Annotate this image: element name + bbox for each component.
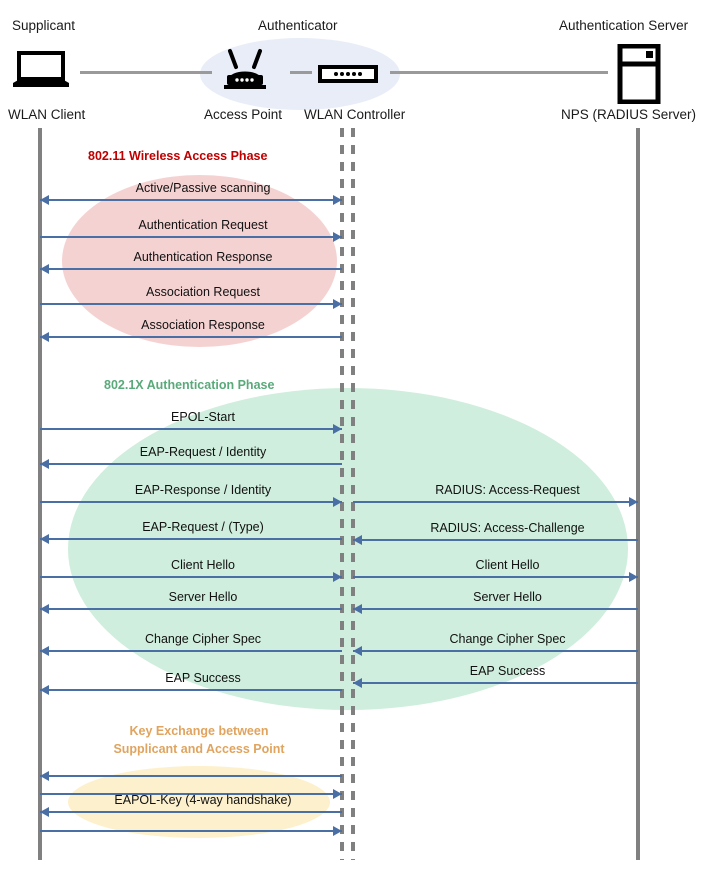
phase-label-8021x: 802.1X Authentication Phase xyxy=(104,378,275,392)
phase-80211-ellipse xyxy=(62,175,337,347)
message-label: EPOL-Start xyxy=(171,410,235,424)
message-label: Server Hello xyxy=(168,590,238,604)
message-line xyxy=(353,650,638,652)
arrowhead-right-icon xyxy=(629,572,638,582)
message-line xyxy=(40,501,342,503)
arrowhead-left-icon xyxy=(353,535,362,545)
message-label: Active/Passive scanning xyxy=(135,181,271,195)
message-line xyxy=(353,501,638,503)
actor-device-nps-radius: NPS (RADIUS Server) xyxy=(561,107,697,122)
arrowhead-left-icon xyxy=(40,459,49,469)
message-line xyxy=(40,538,342,540)
arrowhead-left-icon xyxy=(40,685,49,695)
laptop-icon xyxy=(10,50,72,95)
message-line xyxy=(40,199,342,201)
message-line xyxy=(40,793,342,795)
actor-role-authenticator: Authenticator xyxy=(258,18,338,33)
message-label: EAPOL-Key (4-way handshake) xyxy=(114,793,292,807)
arrowhead-right-icon xyxy=(333,299,342,309)
arrowhead-left-icon xyxy=(40,807,49,817)
message-line xyxy=(40,268,342,270)
message-line xyxy=(40,811,342,813)
message-line xyxy=(40,463,342,465)
message-line xyxy=(353,576,638,578)
actor-role-auth-server: Authentication Server xyxy=(559,18,689,33)
actor-device-wlan-client: WLAN Client xyxy=(8,107,86,122)
arrowhead-left-icon xyxy=(353,604,362,614)
message-label: RADIUS: Access-Request xyxy=(435,483,580,497)
lifeline-access-point xyxy=(340,128,344,860)
message-label: Change Cipher Spec xyxy=(449,632,566,646)
message-label: Authentication Response xyxy=(133,250,273,264)
message-label: Server Hello xyxy=(473,590,542,604)
message-label: RADIUS: Access-Challenge xyxy=(430,521,585,535)
phase-label-keyexchange-line2: Supplicant and Access Point xyxy=(113,742,285,756)
actor-device-wlan-controller: WLAN Controller xyxy=(304,107,406,122)
arrowhead-left-icon xyxy=(353,678,362,688)
message-label: Association Response xyxy=(141,318,265,332)
arrowhead-right-icon xyxy=(333,232,342,242)
arrowhead-left-icon xyxy=(40,604,49,614)
phase-label-keyexchange: Key Exchange between Supplicant and Acce… xyxy=(99,722,299,758)
arrowhead-right-icon xyxy=(333,789,342,799)
arrowhead-left-icon xyxy=(40,534,49,544)
message-label: Client Hello xyxy=(475,558,540,572)
message-line xyxy=(40,830,342,832)
message-line xyxy=(40,775,342,777)
arrowhead-left-icon xyxy=(40,646,49,656)
message-line xyxy=(40,336,342,338)
message-line xyxy=(353,682,638,684)
lifeline-supplicant xyxy=(38,128,42,860)
arrowhead-left-icon xyxy=(40,195,49,205)
message-label: EAP-Request / (Type) xyxy=(142,520,264,534)
arrowhead-left-icon xyxy=(40,332,49,342)
connector-ap-controller xyxy=(290,71,312,74)
message-label: EAP Success xyxy=(165,671,241,685)
message-line xyxy=(40,650,342,652)
arrowhead-left-icon xyxy=(353,646,362,656)
connector-client-ap xyxy=(80,71,212,74)
wlan-controller-icon xyxy=(316,62,380,91)
message-line xyxy=(353,608,638,610)
actor-device-access-point: Access Point xyxy=(204,107,283,122)
message-line xyxy=(40,576,342,578)
message-line xyxy=(40,608,342,610)
message-line xyxy=(40,236,342,238)
arrowhead-right-icon xyxy=(333,195,342,205)
lifeline-wlan-controller xyxy=(351,128,355,860)
message-label: EAP Success xyxy=(469,664,546,678)
message-line xyxy=(40,303,342,305)
phase-label-keyexchange-line1: Key Exchange between xyxy=(129,724,269,738)
message-line xyxy=(40,428,342,430)
arrowhead-left-icon xyxy=(40,264,49,274)
message-label: EAP-Response / Identity xyxy=(134,483,272,497)
phase-8021x-ellipse xyxy=(68,388,628,710)
message-label: Change Cipher Spec xyxy=(144,632,262,646)
arrowhead-right-icon xyxy=(333,497,342,507)
message-label: EAP-Request / Identity xyxy=(139,445,267,459)
arrowhead-right-icon xyxy=(333,826,342,836)
arrowhead-right-icon xyxy=(629,497,638,507)
lifeline-auth-server xyxy=(636,128,640,860)
phase-keyexchange-ellipse xyxy=(68,766,330,838)
message-label: Authentication Request xyxy=(138,218,268,232)
message-line xyxy=(353,539,638,541)
arrowhead-right-icon xyxy=(333,572,342,582)
server-icon xyxy=(616,43,662,109)
arrowhead-right-icon xyxy=(333,424,342,434)
message-label: Client Hello xyxy=(171,558,235,572)
arrowhead-left-icon xyxy=(40,771,49,781)
phase-label-80211: 802.11 Wireless Access Phase xyxy=(88,149,268,163)
access-point-icon xyxy=(216,47,274,96)
message-label: Association Request xyxy=(146,285,260,299)
connector-controller-server xyxy=(390,71,608,74)
message-line xyxy=(40,689,342,691)
actor-role-supplicant: Supplicant xyxy=(12,18,76,33)
